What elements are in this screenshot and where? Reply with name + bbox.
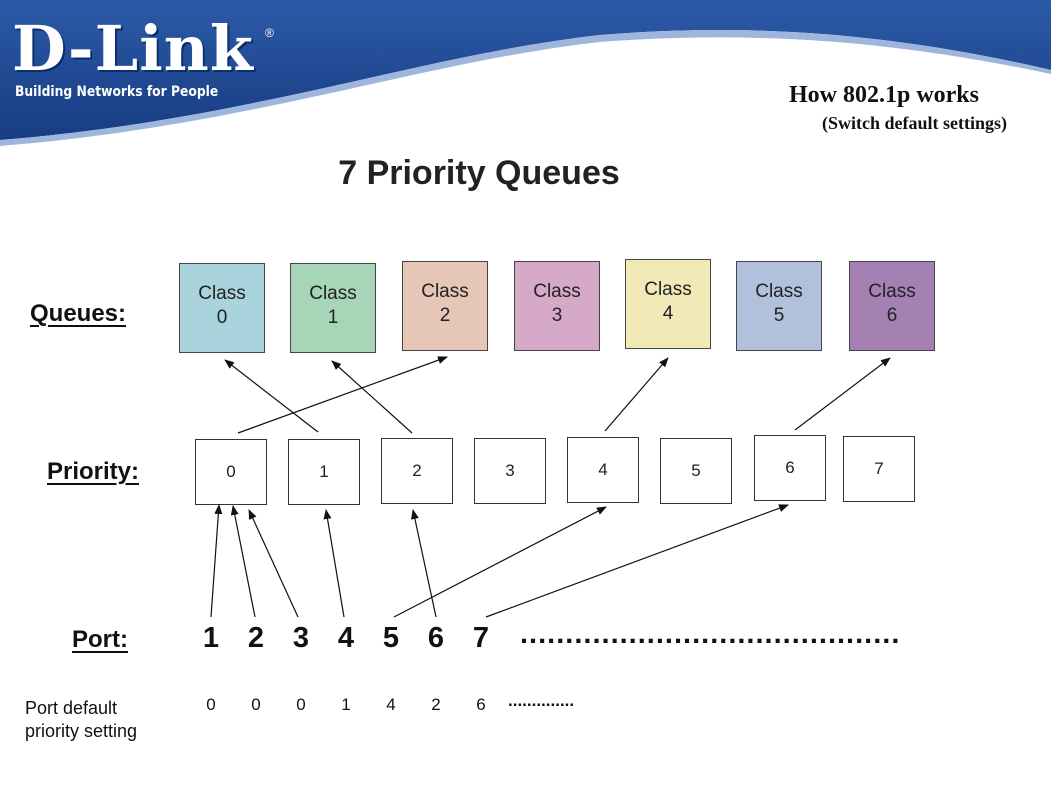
port-default-label: Port default priority setting: [25, 697, 137, 743]
port-default-value-1: 0: [206, 695, 216, 714]
queue-class-number: 0: [216, 307, 228, 328]
port-number-2: 2: [247, 622, 265, 654]
logo-tagline: Building Networks for People: [15, 84, 219, 100]
priority-box-1: 1: [288, 439, 360, 505]
header-subtitle: (Switch default settings): [822, 113, 1007, 133]
arrow-priority-1-to-class-0: [224, 359, 319, 433]
header-banner: [0, 0, 1051, 147]
queue-class-4: Class 4: [625, 259, 711, 349]
priority-box-6: 6: [754, 435, 826, 501]
port-number-1: 1: [202, 622, 220, 654]
port-number-6: 6: [427, 622, 445, 654]
arrow-port-7-to-priority-6: [485, 504, 789, 618]
arrow-port-1-to-priority-0: [210, 504, 223, 618]
priority-box-7: 7: [843, 436, 915, 502]
port-number-3: 3: [292, 622, 310, 654]
queue-class-word: Class: [198, 283, 246, 304]
queue-class-5: Class 5: [736, 261, 822, 351]
queue-class-1: Class 1: [290, 263, 376, 353]
queue-class-number: 5: [773, 305, 785, 326]
port-number-4: 4: [337, 622, 355, 654]
port-default-value-3: 0: [296, 695, 306, 714]
port-default-label-line2: priority setting: [25, 721, 138, 741]
port-ellipsis: ........................................…: [520, 618, 901, 650]
queue-class-word: Class: [868, 281, 916, 302]
arrow-port-2-to-priority-0: [230, 505, 256, 618]
arrow-port-6-to-priority-2: [410, 509, 437, 618]
port-label: Port:: [72, 626, 128, 653]
queue-class-3: Class 3: [514, 261, 600, 351]
queue-class-number: 6: [886, 305, 898, 326]
priority-box-3: 3: [474, 438, 546, 504]
queue-class-word: Class: [309, 283, 357, 304]
logo-wordmark: D-Link: [12, 12, 254, 85]
queue-class-number: 2: [439, 305, 451, 326]
port-number-7: 7: [472, 622, 490, 654]
header-title: How 802.1p works: [788, 82, 979, 108]
port-default-value-7: 6: [476, 695, 486, 714]
arrow-priority-0-to-class-2: [237, 356, 448, 434]
arrow-priority-2-to-class-1: [331, 360, 413, 434]
port-default-ellipsis: ..............: [508, 691, 575, 710]
port-default-value-6: 2: [431, 695, 441, 714]
arrow-port-5-to-priority-4: [393, 506, 607, 618]
queue-class-word: Class: [644, 279, 692, 300]
port-number-5: 5: [382, 622, 400, 654]
port-default-value-2: 0: [251, 695, 261, 714]
queue-class-0: Class 0: [179, 263, 265, 353]
queue-class-word: Class: [533, 281, 581, 302]
queue-class-number: 3: [551, 305, 563, 326]
priority-box-2: 2: [381, 438, 453, 504]
dlink-logo: D-Link ®: [12, 12, 274, 85]
queue-class-number: 1: [327, 307, 339, 328]
queue-class-word: Class: [755, 281, 803, 302]
arrow-priority-6-to-class-6: [794, 357, 891, 431]
queue-class-word: Class: [421, 281, 469, 302]
priority-box-5: 5: [660, 438, 732, 504]
arrow-priority-4-to-class-4: [604, 357, 669, 432]
queue-class-6: Class 6: [849, 261, 935, 351]
slide-title: 7 Priority Queues: [338, 154, 620, 192]
queues-label: Queues:: [30, 300, 127, 327]
arrow-port-3-to-priority-0: [248, 509, 299, 618]
arrow-port-4-to-priority-1: [323, 509, 345, 618]
port-default-label-line1: Port default: [25, 698, 118, 718]
priority-box-4: 4: [567, 437, 639, 503]
queue-class-2: Class 2: [402, 261, 488, 351]
queue-class-number: 4: [662, 303, 674, 324]
port-default-value-5: 4: [386, 695, 396, 714]
registered-mark: ®: [265, 26, 274, 40]
priority-box-0: 0: [195, 439, 267, 505]
priority-label: Priority:: [47, 458, 140, 485]
port-default-value-4: 1: [341, 695, 351, 714]
